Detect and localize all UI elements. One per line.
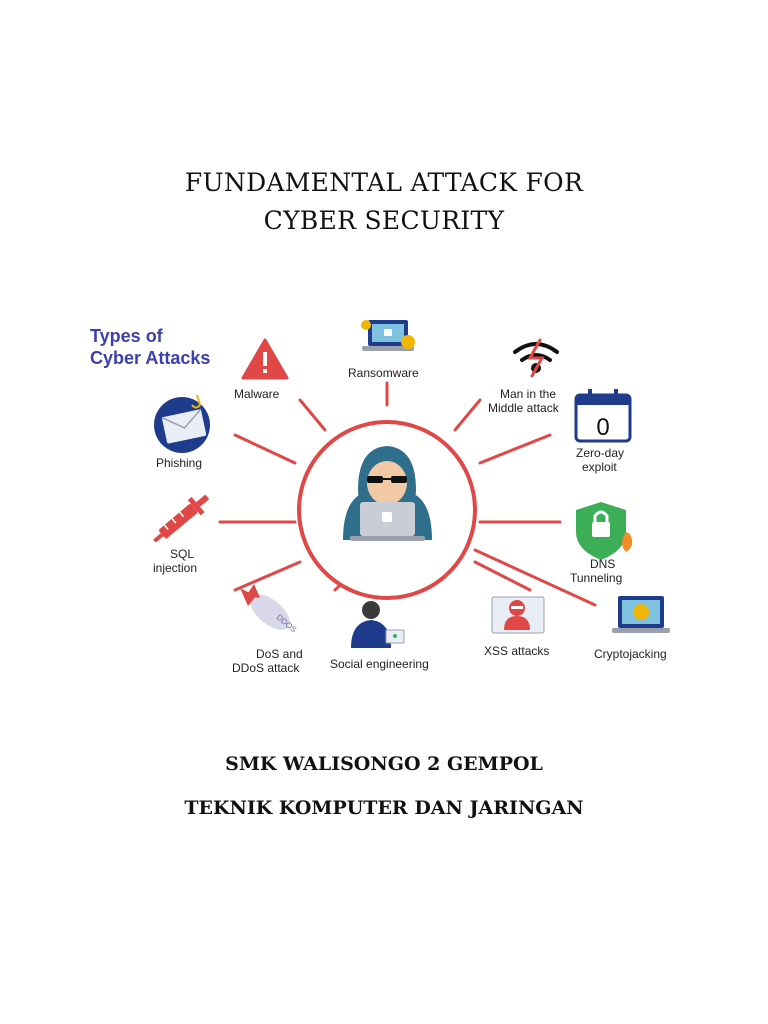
ddos-bomb-icon: DDOS [240, 584, 298, 634]
label-dos-line1: DoS and [256, 647, 303, 661]
label-zero-day-line1: Zero-day [576, 446, 624, 460]
spoke-crypto [473, 548, 597, 607]
label-malware: Malware [234, 387, 280, 401]
calendar-icon: 0 [574, 389, 632, 443]
label-mitm-line1: Man in the [500, 387, 556, 401]
diagram-spokes [218, 381, 597, 607]
label-phishing: Phishing [156, 456, 202, 470]
spoke-malware [298, 398, 327, 432]
document-title-line1: FUNDAMENTAL ATTACK FOR [184, 168, 584, 197]
broken-wifi-icon [513, 338, 559, 378]
document-title-line2: CYBER SECURITY [263, 206, 505, 235]
label-xss: XSS attacks [484, 644, 549, 658]
zero-day-number: 0 [596, 414, 609, 441]
spoke-xss [473, 560, 532, 592]
syringe-icon [153, 494, 210, 543]
spoke-mitm [453, 398, 482, 432]
diagram-heading-line2: Cyber Attacks [90, 348, 210, 368]
hacker-icon [343, 446, 432, 541]
label-dos-line2: DDoS attack [232, 661, 300, 675]
label-dns-line2: Tunneling [570, 571, 622, 585]
label-sql-line2: injection [153, 561, 197, 575]
ransomware-laptop-icon [361, 320, 415, 351]
xss-monitor-icon [491, 596, 545, 634]
label-social: Social engineering [330, 657, 429, 671]
diagram-heading-line1: Types of [90, 326, 164, 346]
label-sql-line1: SQL [170, 547, 194, 561]
crypto-laptop-icon [612, 596, 670, 633]
warning-icon [241, 338, 289, 380]
label-dns-line1: DNS [590, 557, 615, 571]
label-mitm-line2: Middle attack [488, 401, 560, 415]
department-name: TEKNIK KOMPUTER DAN JARINGAN [184, 797, 584, 819]
label-zero-day-line2: exploit [582, 460, 617, 474]
school-name: SMK WALISONGO 2 GEMPOL [225, 753, 543, 775]
spoke-dos [233, 560, 302, 592]
social-engineer-icon [351, 601, 405, 648]
label-ransomware: Ransomware [348, 366, 419, 380]
shield-lock-icon [576, 502, 633, 560]
label-crypto: Cryptojacking [594, 647, 667, 661]
phishing-envelope-icon [154, 394, 210, 453]
cyber-attacks-diagram: Types of Cyber Attacks Malware Ransomwar… [90, 320, 670, 675]
spoke-phishing-top [233, 433, 297, 465]
spoke-zero-day [478, 433, 552, 465]
